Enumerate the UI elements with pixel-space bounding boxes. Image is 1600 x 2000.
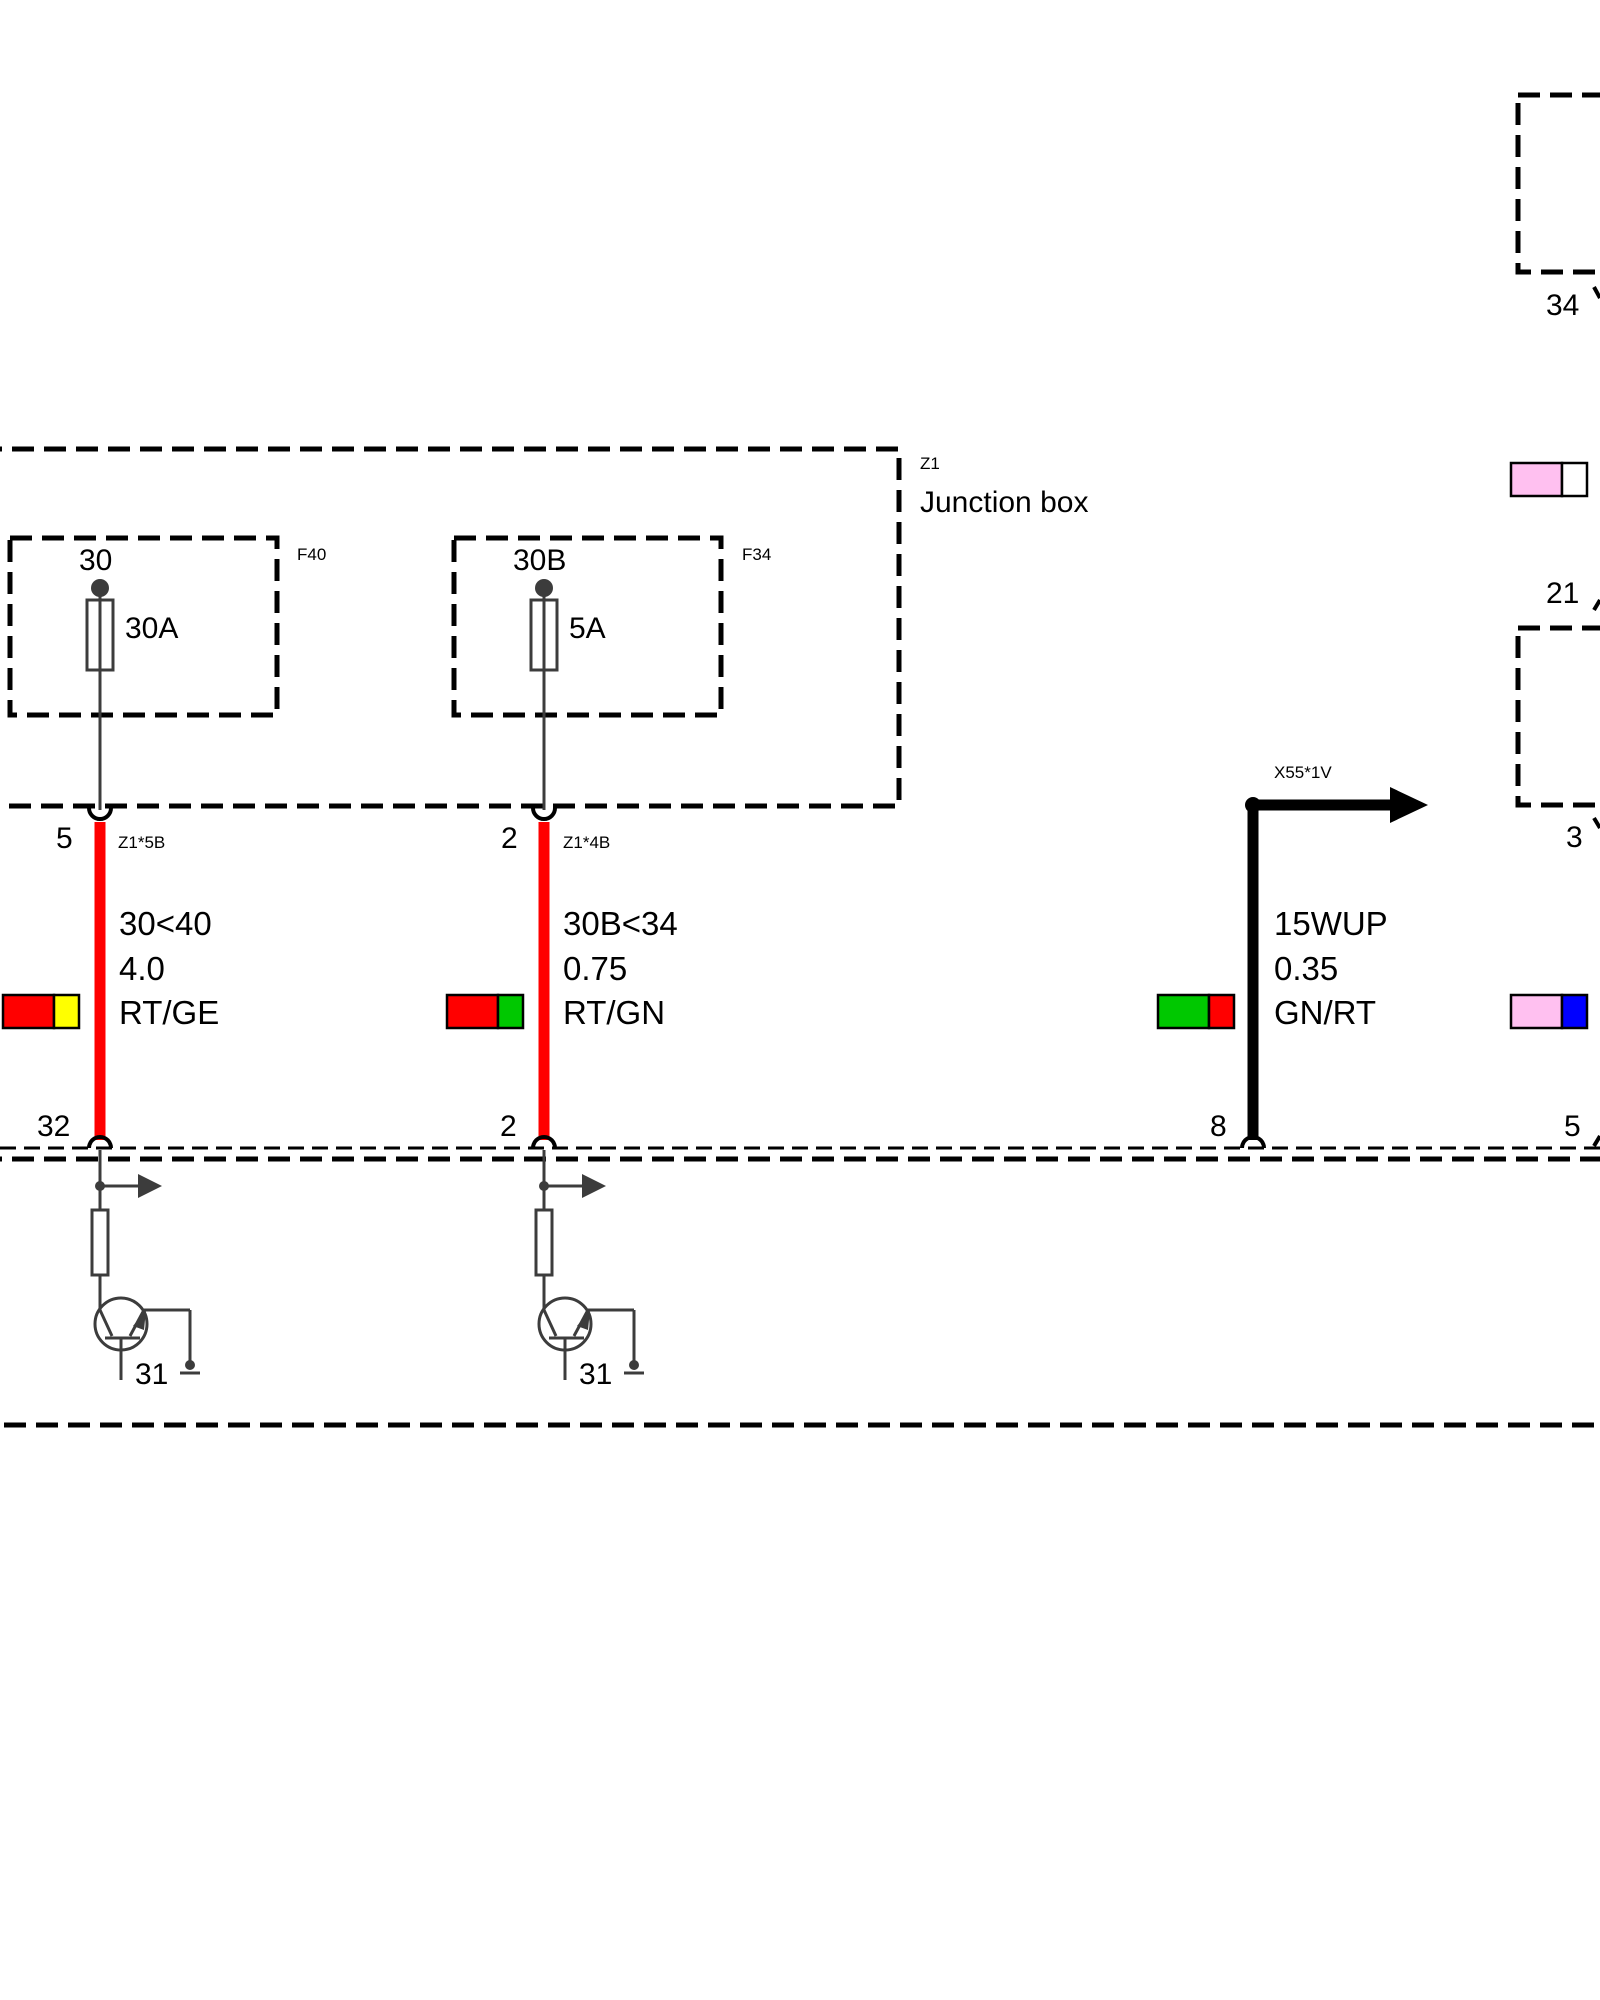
lower-right-module-box: [1515, 625, 1600, 808]
fuse-f40-id: F40: [297, 545, 326, 564]
wire-15wup-signal: 15WUP: [1274, 905, 1388, 942]
wire-15wup-gauge: 0.35: [1274, 950, 1338, 987]
wire-30-40-swatch-yellow: [52, 993, 81, 1030]
pink-blue-swatch: [1509, 993, 1589, 1030]
ground-icon: [180, 1360, 200, 1375]
wire-30b-34-swatch-green: [496, 993, 525, 1030]
wire-30-40-bottom-pin: 32: [37, 1110, 70, 1143]
ground-icon: [624, 1360, 644, 1375]
output-stage-1-emitter-arrow: [133, 1310, 146, 1330]
wire-30b-34-swatch-red: [445, 993, 500, 1030]
junction-box: Z1 Junction box F40 30 30A F34 30B 5A: [0, 446, 1088, 810]
pink-white-swatch: [1509, 461, 1589, 498]
junction-box-title: Junction box: [920, 486, 1088, 519]
white-swatch-part: [1560, 461, 1589, 498]
wire-15wup: X55*1V 15WUP 0.35 GN/RT 8: [1156, 763, 1428, 1149]
wire-15wup-swatch-green: [1156, 993, 1211, 1030]
output-stage-1: 31: [90, 1150, 200, 1391]
fuse-f40: F40 30 30A: [7, 535, 326, 810]
output-stage-1-resistor: [90, 1208, 110, 1277]
wire-30b-34-color-code: RT/GN: [563, 994, 665, 1031]
bottom-module-outline: [0, 1156, 1600, 1428]
wire-15wup-bottom-pin: 8: [1210, 1110, 1227, 1143]
upper-right-module: 34: [1515, 92, 1600, 322]
wire-30b-34-bottom-pin: 2: [500, 1110, 517, 1143]
bottom-module-right-pin-tick: [1592, 1134, 1600, 1148]
upper-right-module-box: [1515, 92, 1600, 275]
wire-30b-34-signal: 30B<34: [563, 905, 678, 942]
wire-30b-34-top-pin: 2: [501, 822, 518, 855]
lower-right-pin-tick-bottom: [1592, 816, 1600, 830]
wire-30-40-swatch-red: [1, 993, 56, 1030]
fuse-f34-box: [451, 535, 724, 718]
bottom-module: [0, 1134, 1600, 1428]
output-stage-1-ground-label: 31: [135, 1358, 168, 1391]
fuse-f40-terminal: 30: [79, 544, 112, 577]
pink-swatch-part: [1509, 461, 1564, 498]
wire-30-40-top-pin: 5: [56, 822, 73, 855]
fuse-f34-id: F34: [742, 545, 771, 564]
fuse-f34: F34 30B 5A: [451, 535, 771, 810]
output-stage-2-emitter-arrow: [577, 1310, 590, 1330]
wire-30-40: 5 Z1*5B 30<40 4.0 RT/GE 32: [1, 807, 219, 1149]
output-stage-2-resistor: [534, 1208, 554, 1277]
pink-swatch-part: [1509, 993, 1564, 1030]
wire-30-40-top-socket: [87, 807, 113, 821]
wire-30-40-connector: Z1*5B: [118, 833, 165, 852]
output-stage-2-ground-label: 31: [579, 1358, 612, 1391]
output-stage-1-transistor-in: [98, 1309, 114, 1337]
lower-right-pin-tick-top: [1592, 598, 1600, 612]
fuse-f34-rating: 5A: [569, 612, 606, 645]
wire-15wup-connector: X55*1V: [1274, 763, 1332, 782]
arrow-icon: [582, 1174, 606, 1198]
lower-right-module-bottom-pin: 3: [1566, 821, 1583, 854]
fuse-f40-box: [7, 535, 280, 718]
fuse-f34-element: [529, 598, 559, 672]
wire-30b-34-connector: Z1*4B: [563, 833, 610, 852]
wire-15wup-bottom-socket: [1240, 1135, 1266, 1149]
fuse-f34-terminal: 30B: [513, 544, 566, 577]
wire-30-40-gauge: 4.0: [119, 950, 165, 987]
fuse-f40-element: [85, 598, 115, 672]
wire-15wup-swatch-red: [1207, 993, 1236, 1030]
junction-box-outline: [0, 446, 902, 809]
arrow-icon: [138, 1174, 162, 1198]
output-stage-2-transistor-in: [542, 1309, 558, 1337]
junction-box-id: Z1: [920, 454, 940, 473]
wire-30-40-signal: 30<40: [119, 905, 212, 942]
wire-15wup-junction-dot: [1245, 797, 1261, 813]
wire-30b-34-bottom-socket: [531, 1135, 557, 1149]
lower-right-module: 21 3: [1515, 577, 1600, 854]
output-stage-2: 31: [534, 1150, 644, 1391]
upper-right-pin-tick: [1592, 286, 1600, 299]
fuse-f40-rating: 30A: [125, 612, 178, 645]
wire-15wup-color-code: GN/RT: [1274, 994, 1376, 1031]
arrow-right-icon: [1390, 787, 1428, 823]
wire-30b-34-top-socket: [531, 807, 557, 821]
lower-right-module-top-pin: 21: [1546, 577, 1579, 610]
wire-30-40-bottom-socket: [87, 1135, 113, 1149]
blue-swatch-part: [1560, 993, 1589, 1030]
wire-30b-34: 2 Z1*4B 30B<34 0.75 RT/GN 2: [445, 807, 678, 1149]
bottom-module-right-pin: 5: [1564, 1110, 1581, 1143]
upper-right-module-pin: 34: [1546, 289, 1579, 322]
wire-30-40-color-code: RT/GE: [119, 994, 219, 1031]
wire-30b-34-gauge: 0.75: [563, 950, 627, 987]
